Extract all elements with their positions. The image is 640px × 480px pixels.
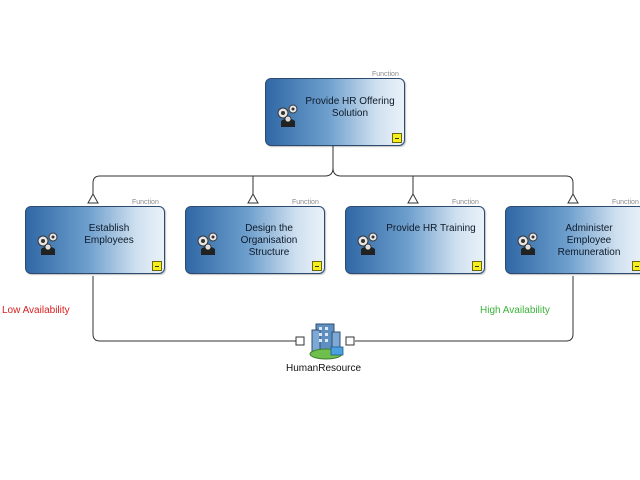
- child3-label-line1: Provide HR Training: [386, 223, 476, 234]
- child4-type-tag: Function: [612, 199, 639, 206]
- badge-icon: [392, 133, 402, 143]
- child3-type-tag: Function: [452, 199, 479, 206]
- arrowhead-establish: [87, 192, 99, 204]
- function-box-design-organisation[interactable]: Design the Organisation Structure: [185, 206, 325, 274]
- child4-label-line2: Employee: [566, 235, 612, 246]
- port-right: [345, 336, 355, 346]
- child2-label-line2: Organisation: [240, 235, 298, 246]
- port-left: [295, 336, 305, 346]
- root-label-line2: Solution: [331, 108, 369, 119]
- human-resource-label: HumanResource: [286, 363, 362, 374]
- badge-icon: [472, 261, 482, 271]
- connector-establish-to-resource: [92, 276, 296, 342]
- low-availability-label: Low Availability: [2, 305, 70, 316]
- arrowhead-design: [247, 192, 259, 204]
- function-box-provide-hr-offering[interactable]: Provide HR Offering Solution: [265, 78, 405, 146]
- badge-icon: [312, 261, 322, 271]
- child1-label-line2: Employees: [84, 235, 134, 246]
- gear-person-icon: [277, 104, 298, 127]
- high-availability-label: High Availability: [480, 305, 550, 316]
- child4-label-line1: Administer: [565, 223, 613, 234]
- function-box-provide-hr-training[interactable]: Provide HR Training: [345, 206, 485, 274]
- arrowhead-training: [407, 192, 419, 204]
- child2-label-line3: Structure: [248, 247, 290, 258]
- connector-root-to-administer: [332, 167, 574, 196]
- function-box-establish-employees[interactable]: Establish Employees: [25, 206, 165, 274]
- badge-icon: [632, 261, 640, 271]
- arrowhead-administer: [567, 192, 579, 204]
- connector-root-to-establish: [92, 146, 334, 196]
- root-label-line1: Provide HR Offering: [305, 96, 395, 107]
- connector-administer-to-resource: [355, 276, 574, 342]
- building-icon[interactable]: [306, 320, 348, 362]
- child1-type-tag: Function: [132, 199, 159, 206]
- child2-label-line1: Design the: [245, 223, 293, 234]
- gear-person-icon: [37, 232, 58, 255]
- gear-person-icon: [517, 232, 538, 255]
- root-type-tag: Function: [372, 71, 399, 78]
- gear-person-icon: [357, 232, 378, 255]
- function-box-administer-remuneration[interactable]: Administer Employee Remuneration: [505, 206, 640, 274]
- gear-person-icon: [197, 232, 218, 255]
- child2-type-tag: Function: [292, 199, 319, 206]
- child4-label-line3: Remuneration: [557, 247, 621, 258]
- badge-icon: [152, 261, 162, 271]
- child1-label-line1: Establish: [88, 223, 130, 234]
